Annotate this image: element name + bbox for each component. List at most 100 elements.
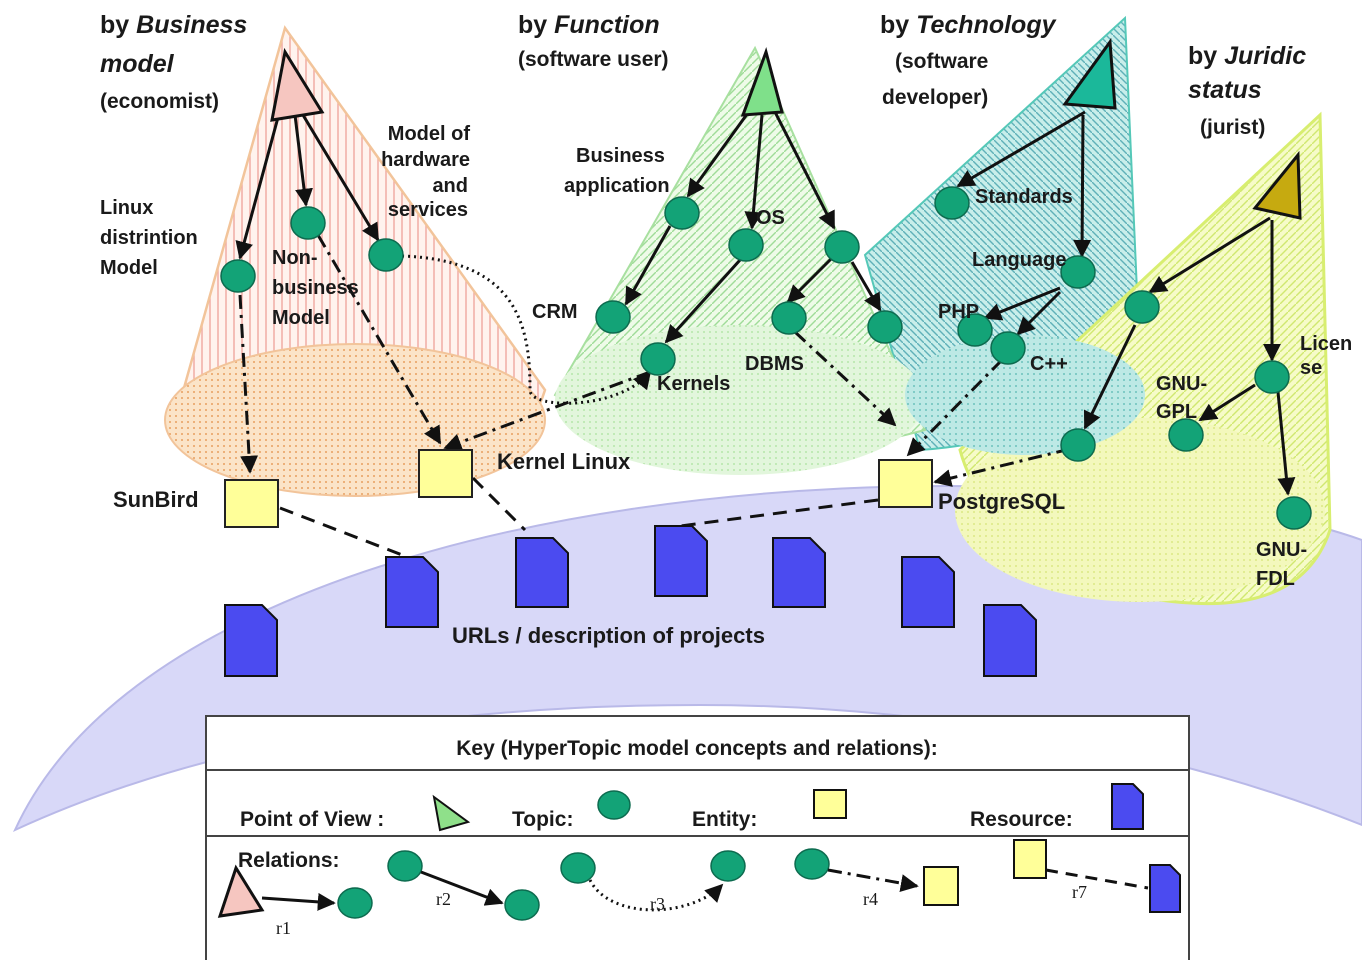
key-r7-label: r7 xyxy=(1072,882,1087,902)
svg-text:OS: OS xyxy=(756,207,785,229)
key-r1-label: r1 xyxy=(276,918,291,938)
relation-lines xyxy=(235,109,1296,496)
svg-text:(jurist): (jurist) xyxy=(1200,116,1265,139)
resources-label: URLs / description of projects xyxy=(452,623,765,648)
relation-r7-lines xyxy=(279,476,879,560)
topic-gnu-fdl[interactable] xyxy=(1276,496,1312,530)
svg-text:developer): developer) xyxy=(882,86,988,109)
svg-text:application: application xyxy=(564,175,670,197)
entity-postgresql[interactable] xyxy=(878,459,933,508)
svg-text:status: status xyxy=(1188,76,1262,104)
topic-linux-distribution[interactable] xyxy=(220,259,256,293)
topic-php[interactable] xyxy=(957,313,993,347)
svg-text:model: model xyxy=(100,50,175,78)
svg-text:CRM: CRM xyxy=(532,301,578,323)
key-entity-icon xyxy=(813,789,847,819)
topic-language[interactable] xyxy=(1060,255,1096,289)
key-title: Key (HyperTopic model concepts and relat… xyxy=(456,737,938,760)
svg-text:by Business: by Business xyxy=(100,11,247,39)
entity-kernel-linux-label: Kernel Linux xyxy=(497,449,631,474)
resource-doc-5[interactable] xyxy=(772,537,826,608)
svg-text:Language: Language xyxy=(972,249,1066,271)
key-r4-topic-icon xyxy=(794,848,830,880)
point-of-view-business-icon xyxy=(270,47,325,122)
topic-crm[interactable] xyxy=(595,300,631,334)
topic-labels: Linux distrintion Model Non- business Mo… xyxy=(100,123,1352,590)
entity-sunbird-label: SunBird xyxy=(113,487,199,512)
relation-r4-lines xyxy=(238,234,1071,487)
svg-text:Standards: Standards xyxy=(975,186,1073,208)
view-juridic-header: by Juridic status (jurist) xyxy=(1188,42,1306,139)
entity-sunbird[interactable] xyxy=(224,479,279,528)
key-relations-label: Relations: xyxy=(238,849,340,872)
topic-business-application[interactable] xyxy=(664,196,700,230)
resource-doc-3[interactable] xyxy=(515,537,569,608)
view-business-header: by Business model (economist) xyxy=(100,11,247,113)
svg-text:Model: Model xyxy=(272,307,330,329)
resources xyxy=(224,525,1037,677)
key-r3-label: r3 xyxy=(650,894,665,914)
key-r4-entity-icon xyxy=(923,866,959,906)
topics xyxy=(220,186,1312,530)
resource-doc-4[interactable] xyxy=(654,525,708,597)
resource-doc-2[interactable] xyxy=(385,556,439,628)
key-topic-label: Topic: xyxy=(512,808,573,831)
key-resource-icon xyxy=(1111,783,1144,830)
technology-cone-base xyxy=(905,335,1145,455)
view-technology-header: by Technology (software developer) xyxy=(880,11,1057,109)
topic-os[interactable] xyxy=(728,228,764,262)
key-r4-label: r4 xyxy=(863,889,878,909)
topic-kernels[interactable] xyxy=(640,342,676,376)
key-r1-topic-icon xyxy=(337,887,373,919)
svg-text:GNU-: GNU- xyxy=(1156,373,1207,395)
key-r7-resource-icon xyxy=(1149,864,1181,913)
svg-text:by Juridic: by Juridic xyxy=(1188,42,1306,70)
key-r2-topic-b-icon xyxy=(504,889,540,921)
topic-dbms[interactable] xyxy=(771,301,807,335)
svg-text:(economist): (economist) xyxy=(100,90,219,113)
point-of-view-function-icon xyxy=(740,47,784,117)
key-topic-icon xyxy=(597,790,631,820)
svg-text:services: services xyxy=(388,199,468,221)
svg-text:Kernels: Kernels xyxy=(657,373,730,395)
svg-text:hardware: hardware xyxy=(381,149,470,171)
svg-text:Linux: Linux xyxy=(100,197,153,219)
topic-gnu-gpl[interactable] xyxy=(1168,418,1204,452)
key-resource-label: Resource: xyxy=(970,808,1073,831)
key-entity-label: Entity: xyxy=(692,808,757,831)
key-r3-topic-a-icon xyxy=(560,852,596,884)
svg-text:FDL: FDL xyxy=(1256,568,1295,590)
topic-cpp[interactable] xyxy=(990,331,1026,365)
entity-kernel-linux[interactable] xyxy=(418,449,473,498)
svg-text:Model: Model xyxy=(100,257,158,279)
svg-text:se: se xyxy=(1300,357,1322,379)
relation-r3-dotted xyxy=(401,254,652,405)
topic-juridic-child[interactable] xyxy=(1124,290,1160,324)
svg-text:C++: C++ xyxy=(1030,353,1068,375)
business-cone-base xyxy=(164,343,546,497)
topic-hardware-services[interactable] xyxy=(368,238,404,272)
resource-doc-6[interactable] xyxy=(901,556,955,628)
topic-license[interactable] xyxy=(1254,360,1290,394)
topic-os-child[interactable] xyxy=(824,230,860,264)
topic-os-leaf[interactable] xyxy=(867,310,903,344)
entity-postgresql-label: PostgreSQL xyxy=(938,489,1065,514)
key-r3-topic-b-icon xyxy=(710,850,746,882)
key-box: Key (HyperTopic model concepts and relat… xyxy=(205,715,1190,960)
svg-text:Non-: Non- xyxy=(272,247,318,269)
svg-text:PHP: PHP xyxy=(938,301,979,323)
key-point-of-view-icon xyxy=(432,794,471,832)
topic-non-business[interactable] xyxy=(290,206,326,240)
resource-doc-7[interactable] xyxy=(983,604,1037,677)
svg-text:(software: (software xyxy=(895,50,988,73)
topic-standards[interactable] xyxy=(934,186,970,220)
svg-text:and: and xyxy=(432,175,468,197)
topic-juridic-leaf[interactable] xyxy=(1060,428,1096,462)
svg-text:distrintion: distrintion xyxy=(100,227,198,249)
resource-doc-1[interactable] xyxy=(224,604,278,677)
key-r2-topic-a-icon xyxy=(387,850,423,882)
svg-text:(software user): (software user) xyxy=(518,48,669,71)
svg-text:GPL: GPL xyxy=(1156,401,1197,423)
view-function-header: by Function (software user) xyxy=(518,11,669,71)
